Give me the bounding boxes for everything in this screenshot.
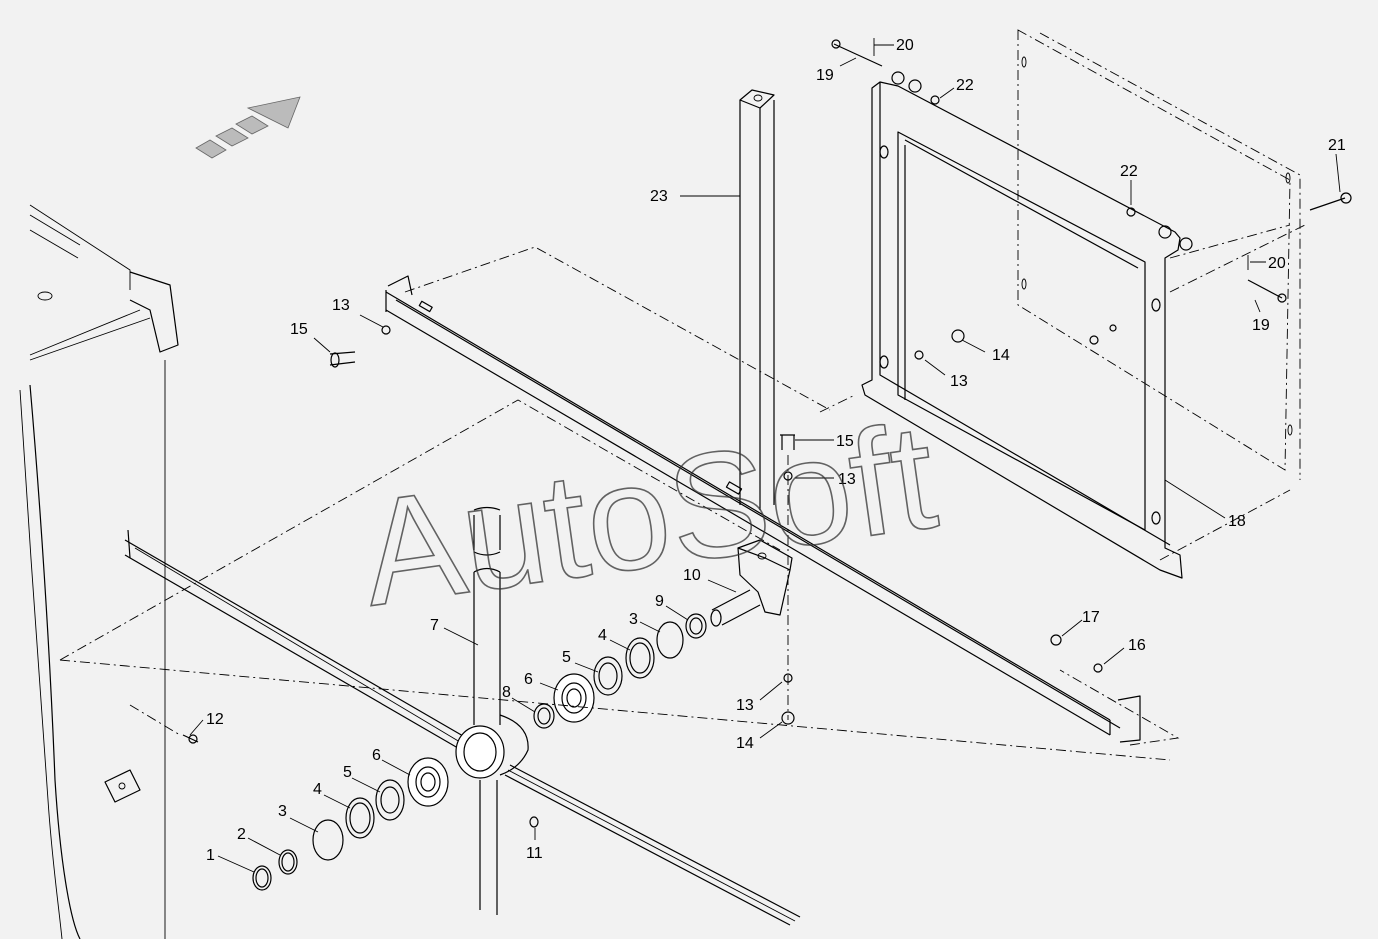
callout-20: 20 <box>1268 255 1286 272</box>
callout-11: 11 <box>526 845 543 862</box>
assembly-center-lines <box>59 224 1306 761</box>
callout-14: 14 <box>736 735 754 752</box>
fasteners <box>182 39 1352 744</box>
vertical-pipe-7 <box>455 506 529 915</box>
callout-18: 18 <box>1228 513 1246 530</box>
callout-5: 5 <box>562 649 571 666</box>
callout-13: 13 <box>332 297 350 314</box>
callout-3: 3 <box>629 611 638 628</box>
callout-13: 13 <box>838 471 856 488</box>
callout-leaders <box>189 38 1341 873</box>
lower-rail-frame <box>124 529 801 926</box>
callout-15: 15 <box>290 321 308 338</box>
callout-12: 12 <box>206 711 224 728</box>
callout-labels: 1 2 3 4 5 6 3 4 5 6 7 8 9 10 11 12 13 13… <box>206 37 1346 864</box>
direction-arrow-icon <box>195 96 301 159</box>
callout-5: 5 <box>343 764 352 781</box>
callout-19: 19 <box>1252 317 1270 334</box>
callout-16: 16 <box>1128 637 1146 654</box>
mounting-frame-18 <box>861 71 1193 579</box>
callout-3: 3 <box>278 803 287 820</box>
bearing-stack-right <box>529 539 793 828</box>
callout-13: 13 <box>950 373 968 390</box>
callout-19: 19 <box>816 67 834 84</box>
callout-4: 4 <box>598 627 607 644</box>
upright-post-23 <box>739 89 775 510</box>
callout-20: 20 <box>896 37 914 54</box>
cover-panel-outline <box>1017 29 1301 480</box>
callout-17: 17 <box>1082 609 1100 626</box>
cab-side-panel <box>19 204 179 939</box>
callout-4: 4 <box>313 781 322 798</box>
callout-14: 14 <box>992 347 1010 364</box>
callout-6: 6 <box>524 671 533 688</box>
bearing-stack-left <box>252 757 449 891</box>
callout-13: 13 <box>736 697 754 714</box>
callout-23: 23 <box>650 188 668 205</box>
callout-10: 10 <box>683 567 701 584</box>
callout-6: 6 <box>372 747 381 764</box>
callout-22: 22 <box>1120 163 1138 180</box>
callout-1: 1 <box>206 847 215 864</box>
cross-beam <box>385 275 1141 743</box>
callout-8: 8 <box>502 684 511 701</box>
callout-7: 7 <box>430 617 439 634</box>
callout-22: 22 <box>956 77 974 94</box>
watermark-text: AutoSoft <box>352 391 945 637</box>
callout-9: 9 <box>655 593 664 610</box>
callout-2: 2 <box>237 826 246 843</box>
callout-21: 21 <box>1328 137 1346 154</box>
callout-15: 15 <box>836 433 854 450</box>
